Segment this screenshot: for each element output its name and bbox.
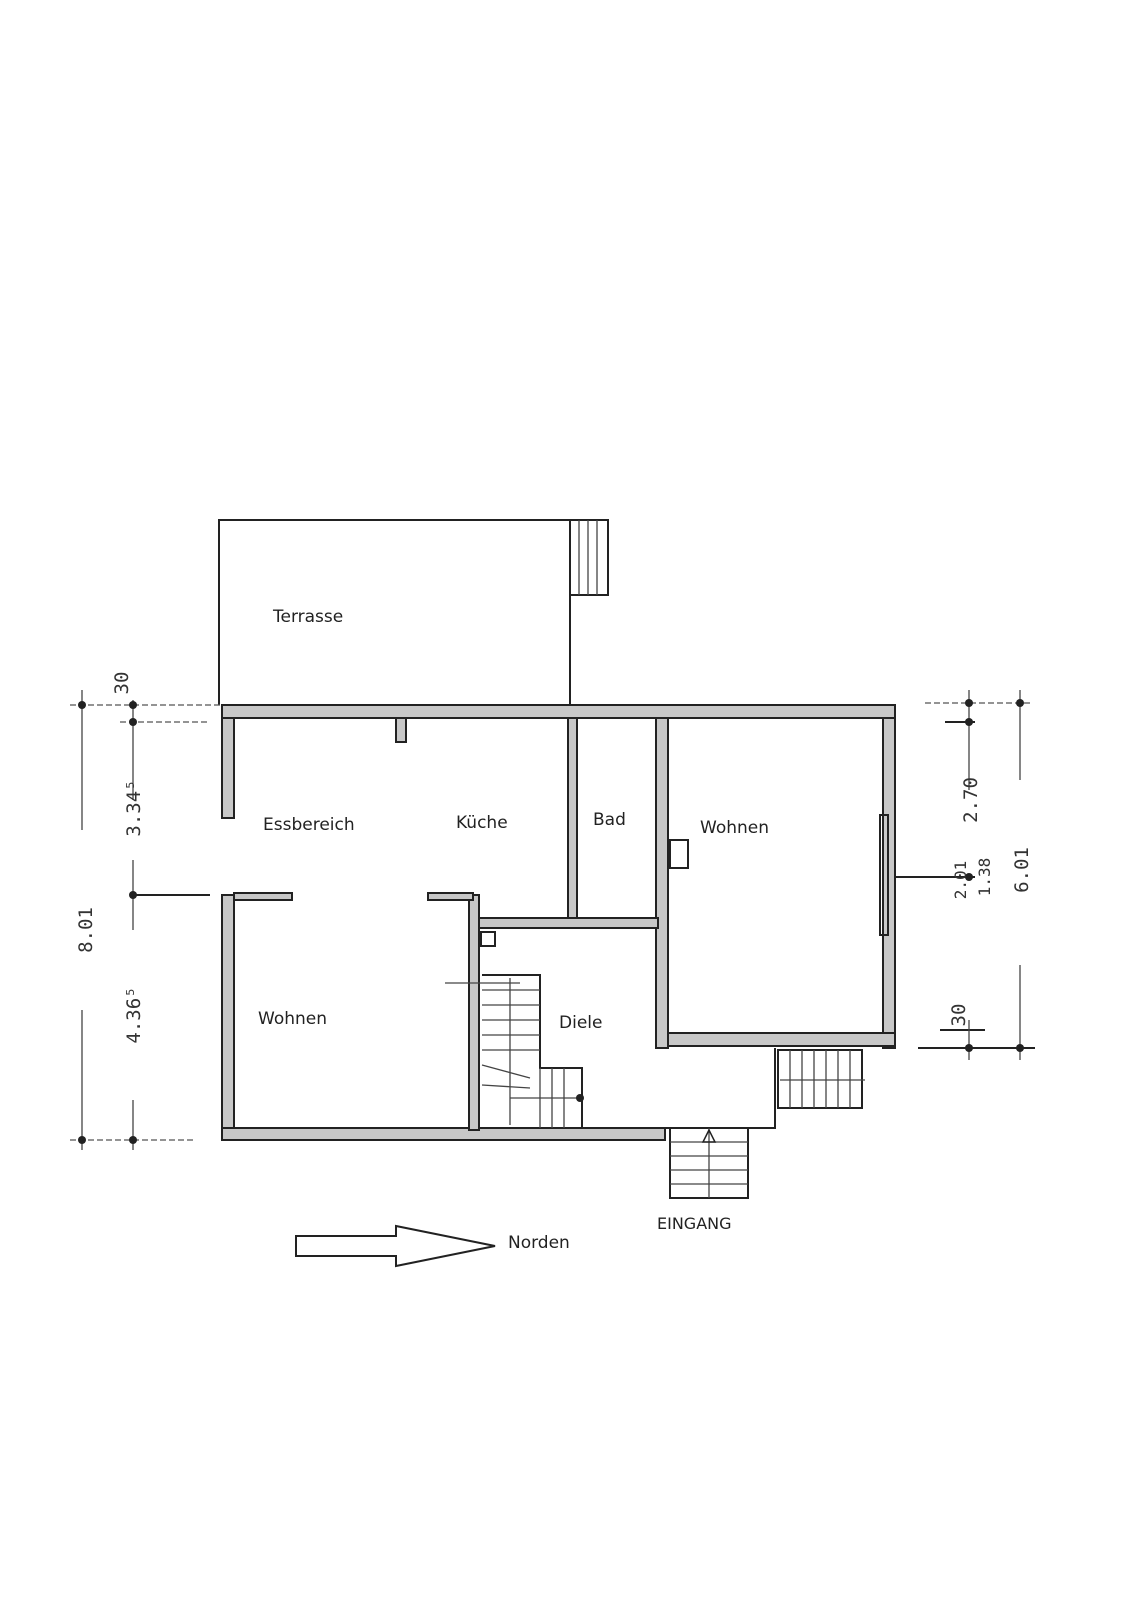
- dim-left-total: 8.01: [75, 907, 97, 953]
- room-label-terrasse: Terrasse: [272, 607, 343, 627]
- north-arrow-icon: [295, 1224, 496, 1268]
- dim-left-upper: 3.34⁵: [123, 779, 145, 836]
- dim-right-total: 6.01: [1011, 847, 1033, 893]
- room-label-diele: Diele: [559, 1013, 602, 1033]
- room-label-bad: Bad: [593, 810, 626, 830]
- dim-right-upper: 2.70: [960, 777, 982, 823]
- dim-right-window-bottom: 1.38: [975, 858, 994, 897]
- dim-left-top-offset: 30: [111, 672, 133, 695]
- dim-right-window-top: 2.01: [951, 861, 970, 900]
- room-label-kueche: Küche: [456, 813, 508, 833]
- entrance-steps: [669, 1127, 749, 1199]
- side-steps: [777, 1049, 865, 1109]
- room-label-wohnen-east: Wohnen: [700, 818, 769, 838]
- walls: [221, 704, 896, 1141]
- room-label-essbereich: Essbereich: [263, 815, 355, 835]
- dim-left-lower: 4.36⁵: [123, 986, 145, 1043]
- terrace: [218, 519, 609, 705]
- dimension-lines: [70, 690, 1035, 1150]
- inner-staircase: [445, 974, 584, 1128]
- dim-right-bottom-offset: 30: [948, 1004, 970, 1027]
- north-label: Norden: [508, 1233, 570, 1253]
- room-label-wohnen-west: Wohnen: [258, 1009, 327, 1029]
- entrance-label: EINGANG: [657, 1214, 732, 1233]
